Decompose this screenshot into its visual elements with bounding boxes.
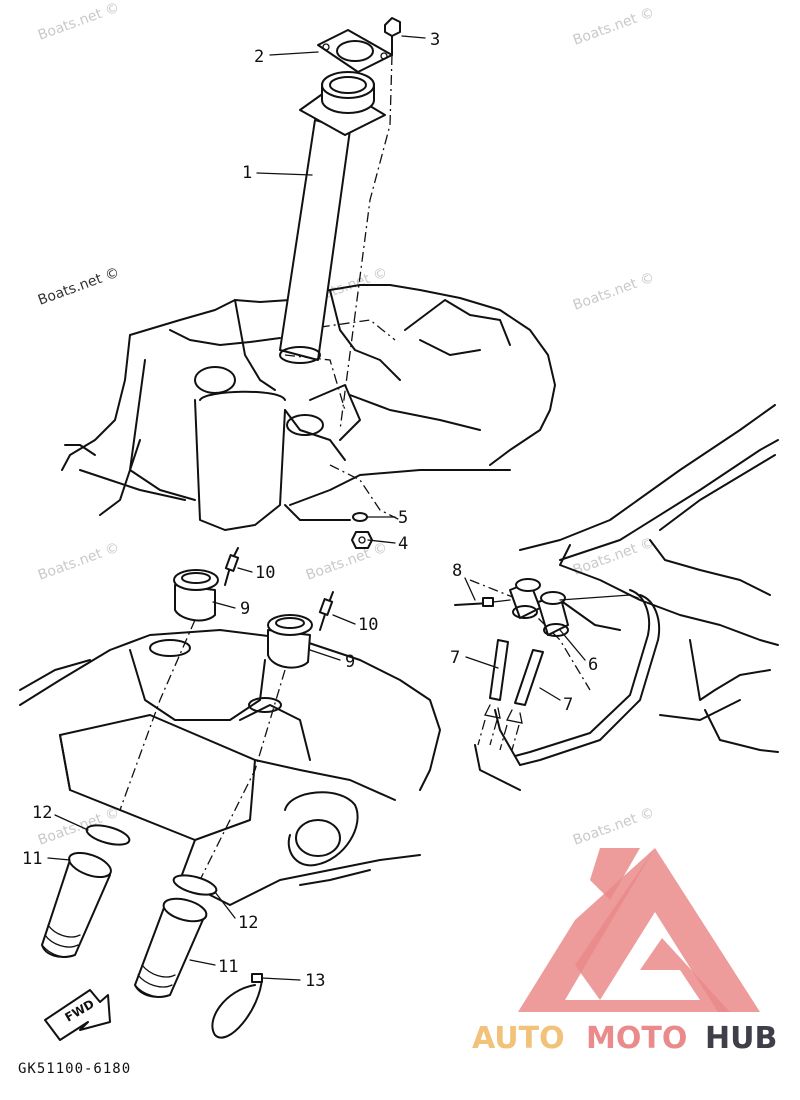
callout-labels: 1 2 3 4 5 6 7 7 8 9 9 10 10 11 11 12 12 … xyxy=(22,30,598,991)
fwd-arrow: FWD xyxy=(44,989,111,1041)
logo-part3: HUB xyxy=(705,1021,777,1056)
callout-9b: 9 xyxy=(345,652,355,672)
callout-1: 1 xyxy=(242,163,252,183)
breather-bolt xyxy=(454,597,511,607)
filler-pipe xyxy=(279,71,386,364)
callout-3: 3 xyxy=(430,30,440,50)
breather-fitting xyxy=(509,578,639,637)
callout-7b: 7 xyxy=(563,695,573,715)
callout-11b: 11 xyxy=(218,957,238,977)
vent-nipple-left xyxy=(224,547,240,586)
callout-6: 6 xyxy=(588,655,598,675)
pipe-bolt xyxy=(339,17,401,431)
upper-hull-outline xyxy=(61,284,556,531)
watermark-2: Boats.net © xyxy=(571,5,657,49)
watermark-9: Boats.net © xyxy=(571,805,657,849)
callout-12a: 12 xyxy=(32,803,52,823)
logo-part2: MOTO xyxy=(586,1021,687,1056)
vent-cap-right xyxy=(267,614,313,669)
callout-9a: 9 xyxy=(240,599,250,619)
hose-right xyxy=(134,897,208,998)
watermark-6: Boats.net © xyxy=(304,540,390,584)
washer xyxy=(352,512,368,522)
side-hull-outline xyxy=(469,404,779,791)
callout-2: 2 xyxy=(254,47,264,67)
logo-part1: AUTO xyxy=(472,1021,565,1056)
callout-13: 13 xyxy=(305,971,325,991)
callout-12b: 12 xyxy=(238,913,258,933)
breather-hose-left xyxy=(477,639,509,746)
automotohub-logo: AUTO MOTO HUB xyxy=(472,848,777,1056)
callout-10b: 10 xyxy=(358,615,378,635)
watermark-5: Boats.net © xyxy=(36,540,122,584)
lower-hull-outline xyxy=(19,619,441,906)
watermark-1: Boats.net © xyxy=(36,0,122,44)
vent-cap-left xyxy=(173,569,219,622)
hose-left xyxy=(41,851,112,958)
watermark-4: Boats.net © xyxy=(571,270,657,314)
clamp-right xyxy=(172,874,218,896)
pipe-gasket xyxy=(317,29,393,73)
callout-5: 5 xyxy=(398,508,408,528)
callout-10a: 10 xyxy=(255,563,275,583)
callout-8: 8 xyxy=(452,561,462,581)
callout-leaders xyxy=(47,35,586,981)
callout-11a: 11 xyxy=(22,849,42,869)
diagram-code: GK51100-6180 xyxy=(18,1061,131,1077)
watermark-dark: Boats.net © xyxy=(36,265,122,309)
tie-band xyxy=(211,973,263,1039)
clamp-left xyxy=(85,824,131,846)
callout-7a: 7 xyxy=(450,648,460,668)
callout-4: 4 xyxy=(398,534,408,554)
breather-hose-right xyxy=(499,649,544,751)
vent-nipple-right xyxy=(318,591,334,631)
